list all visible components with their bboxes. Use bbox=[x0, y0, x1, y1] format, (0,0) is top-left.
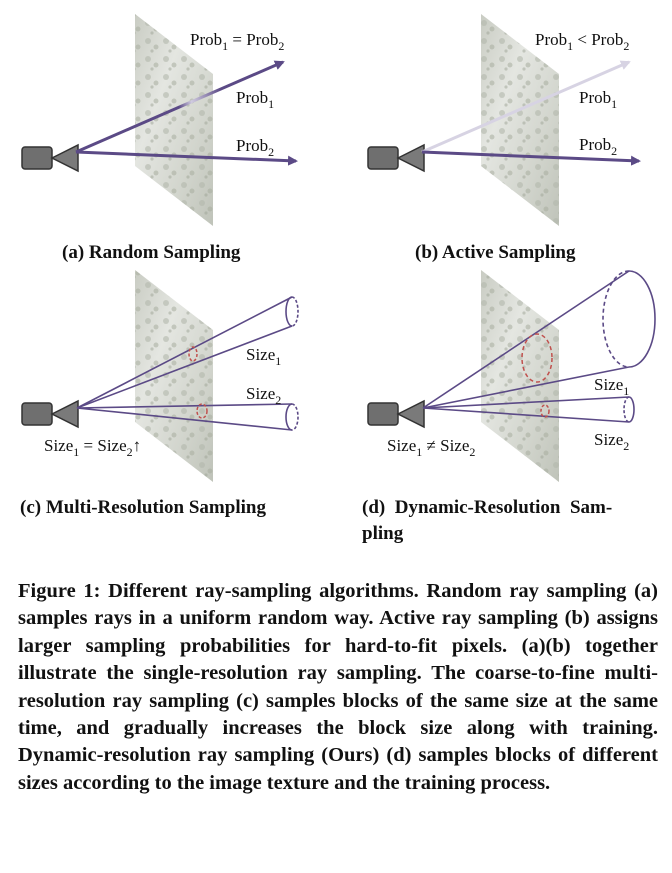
label-prob-2: Prob2 bbox=[236, 136, 274, 159]
label-prob-1: Prob1 bbox=[236, 88, 274, 111]
dynamic-resolution-diagram: Size1 Size2 Size1 ≠ Size2 bbox=[367, 270, 656, 482]
image-plane-texture bbox=[135, 14, 213, 226]
camera-icon bbox=[21, 143, 79, 173]
cone-1-large bbox=[422, 270, 656, 409]
block-2-small bbox=[540, 404, 550, 418]
label-top: Prob1 = Prob2 bbox=[190, 30, 284, 53]
caption-d-line-1: (d) Dynamic-Resolution Sam- bbox=[362, 497, 613, 518]
block-1 bbox=[188, 346, 198, 362]
block-2 bbox=[196, 403, 208, 419]
ray-1-faded bbox=[421, 60, 631, 154]
camera-icon bbox=[367, 399, 425, 429]
image-plane-texture bbox=[481, 270, 559, 482]
camera-icon bbox=[21, 399, 79, 429]
caption-a: (a) Random Sampling bbox=[62, 242, 241, 263]
caption-d-line-2: pling bbox=[362, 523, 404, 544]
cone-2 bbox=[76, 403, 299, 431]
label-size-1: Size1 bbox=[594, 375, 629, 398]
camera-icon bbox=[367, 143, 425, 173]
panel-random-sampling: Prob1 = Prob2 Prob1 Prob2 bbox=[0, 0, 336, 240]
image-plane-texture bbox=[135, 270, 213, 482]
active-sampling-diagram: Prob1 < Prob2 Prob1 Prob2 bbox=[367, 14, 641, 226]
size-equation: Size1 ≠ Size2 bbox=[387, 436, 475, 459]
label-prob-1: Prob1 bbox=[579, 88, 617, 111]
label-size-1: Size1 bbox=[246, 345, 281, 368]
cone-1 bbox=[76, 296, 299, 409]
caption-c: (c) Multi-Resolution Sampling bbox=[20, 497, 266, 518]
label-size-2: Size2 bbox=[246, 384, 281, 407]
panel-dynamic-resolution: Size1 Size2 Size1 ≠ Size2 bbox=[336, 262, 672, 492]
size-equation: Size1 = Size2↑ bbox=[44, 436, 141, 459]
ray-1 bbox=[75, 60, 285, 154]
label-size-2: Size2 bbox=[594, 430, 629, 453]
cone-2-small bbox=[422, 396, 635, 423]
random-sampling-diagram: Prob1 = Prob2 Prob1 Prob2 bbox=[21, 14, 298, 226]
ray-2 bbox=[421, 150, 641, 166]
panel-active-sampling: Prob1 < Prob2 Prob1 Prob2 bbox=[336, 0, 672, 240]
label-top: Prob1 < Prob2 bbox=[535, 30, 629, 53]
multi-resolution-diagram: Size1 Size2 Size1 = Size2↑ bbox=[21, 270, 299, 482]
block-1-large bbox=[521, 333, 553, 383]
image-plane-texture bbox=[481, 14, 559, 226]
caption-b: (b) Active Sampling bbox=[415, 242, 576, 263]
label-prob-2: Prob2 bbox=[579, 135, 617, 158]
panel-multi-resolution: Size1 Size2 Size1 = Size2↑ bbox=[0, 262, 336, 492]
figure-caption: Figure 1: Different ray-sampling algorit… bbox=[18, 580, 658, 794]
ray-2 bbox=[75, 150, 298, 166]
